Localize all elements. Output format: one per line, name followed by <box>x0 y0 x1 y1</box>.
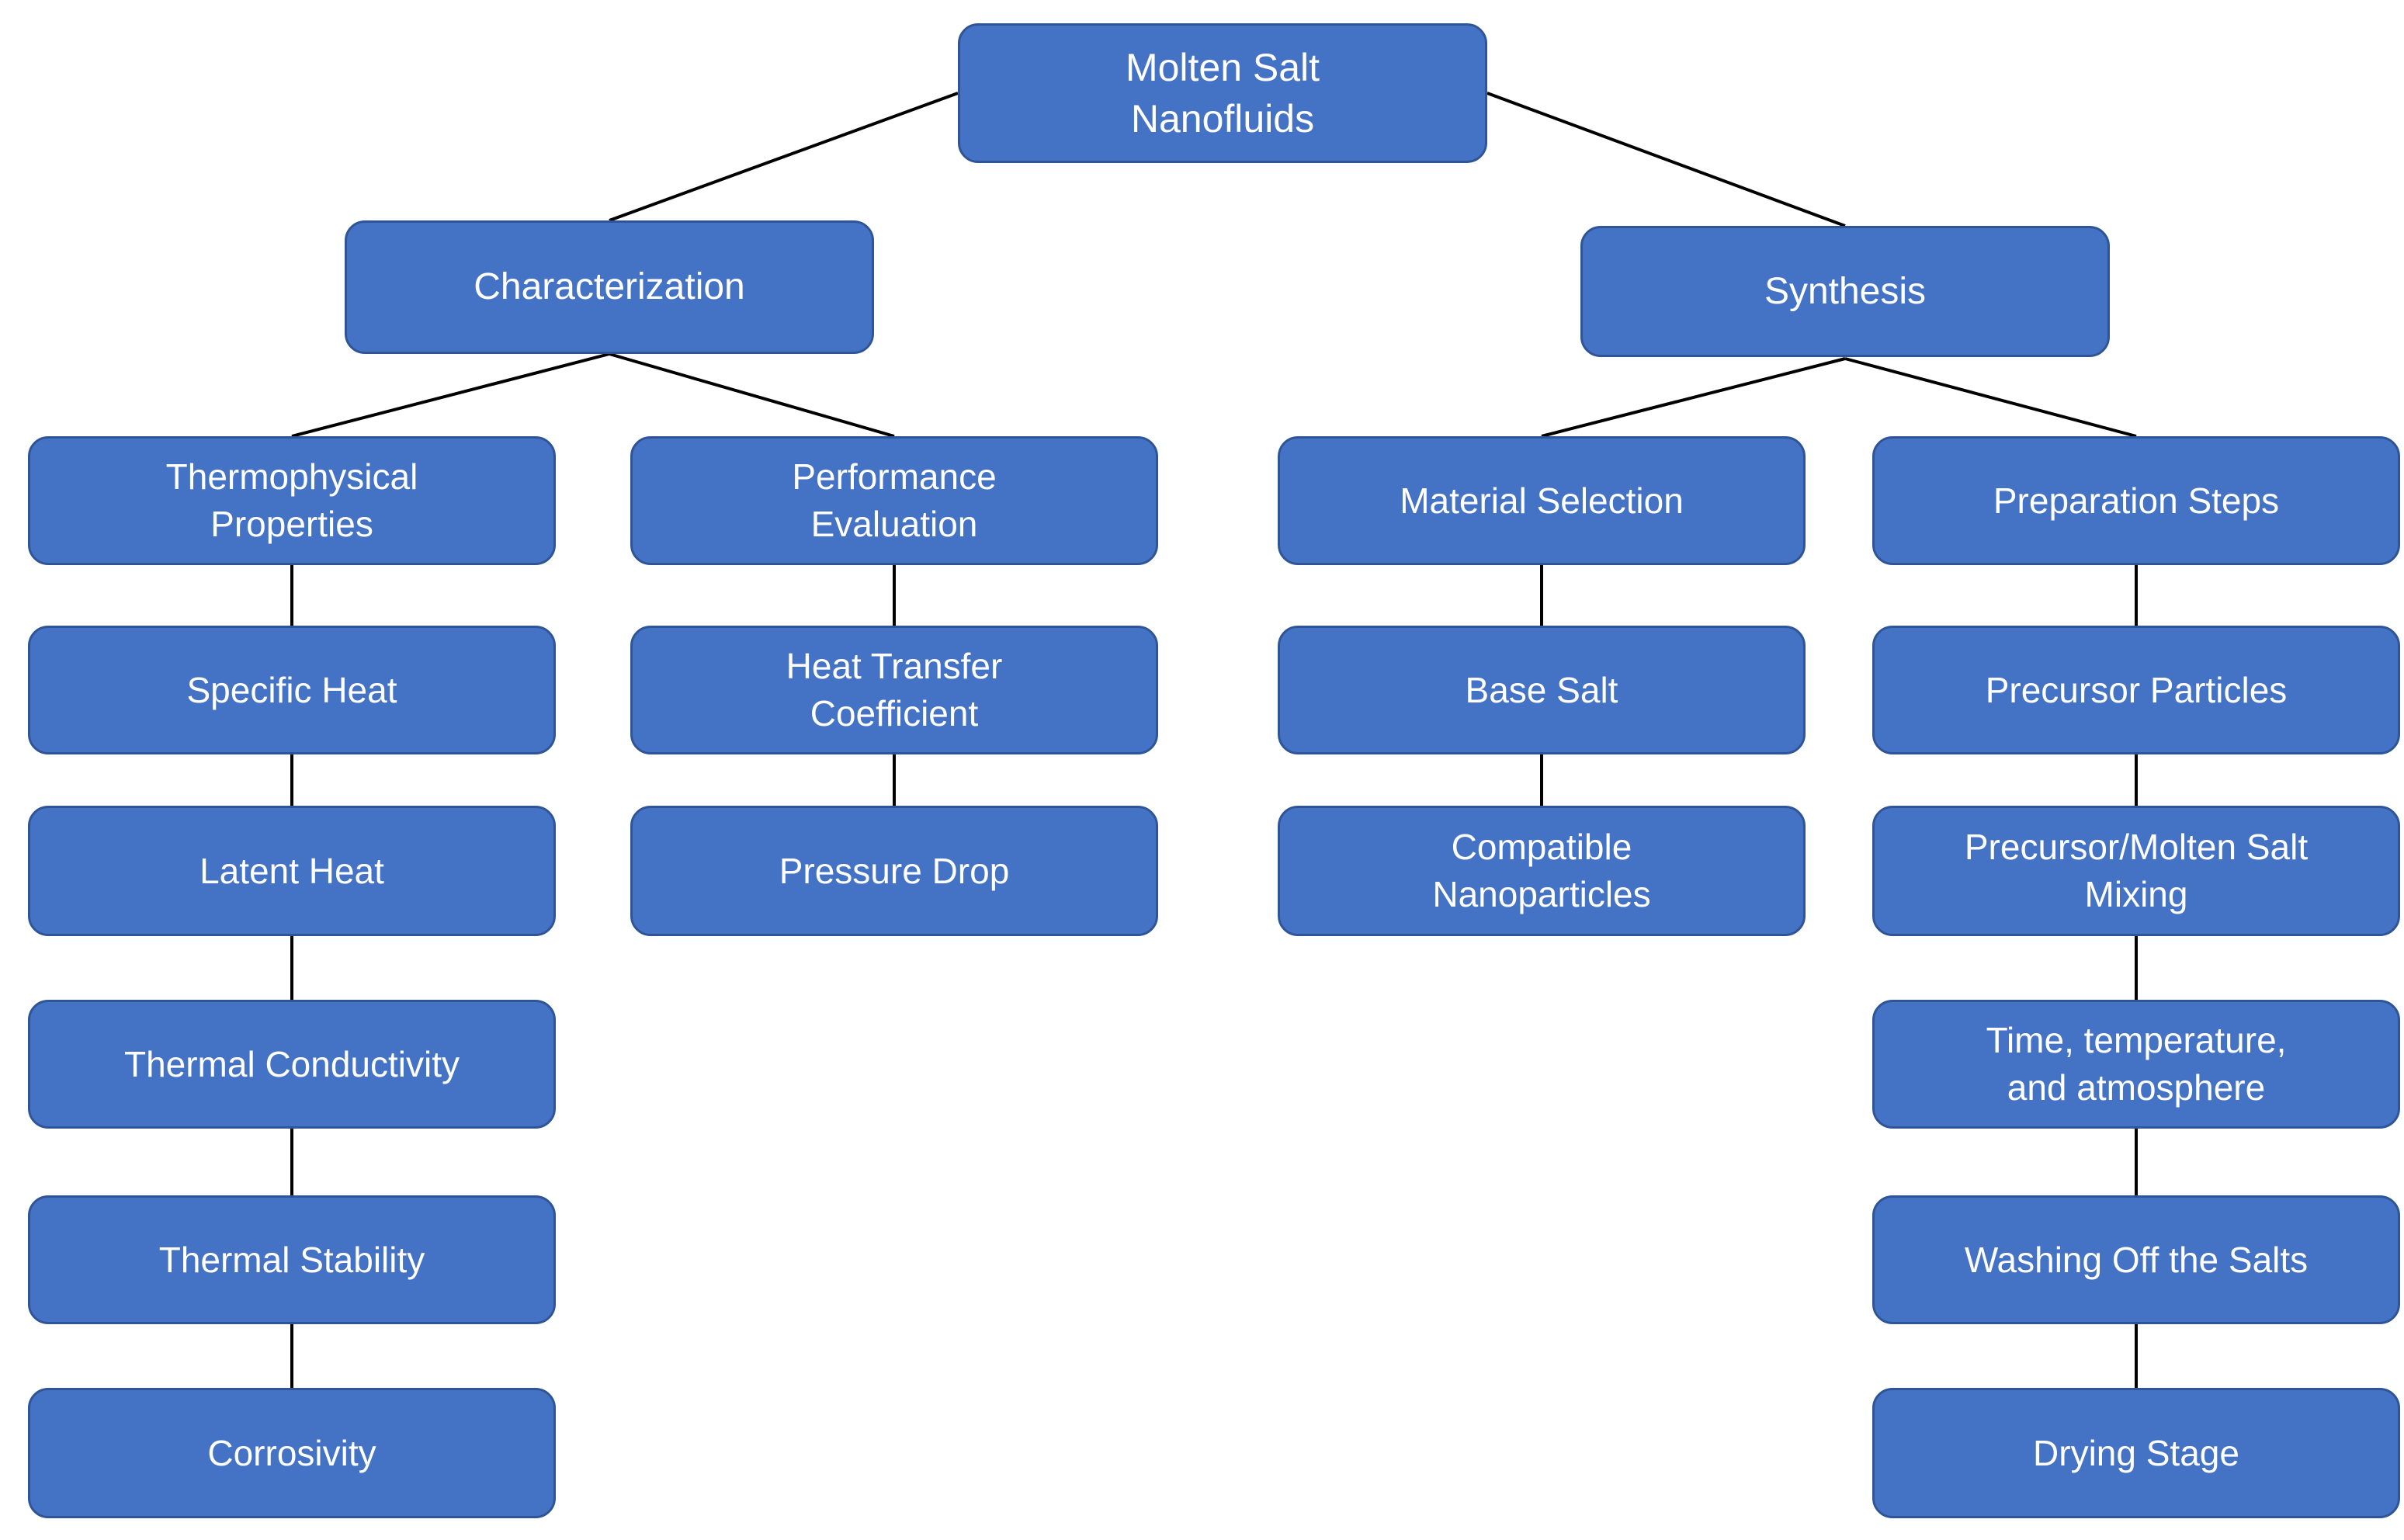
node-thermal-conductivity: Thermal Conductivity <box>28 1000 556 1129</box>
node-molten-salt-nanofluids: Molten Salt Nanofluids <box>958 23 1487 163</box>
node-thermophysical-properties: Thermophysical Properties <box>28 436 556 565</box>
node-washing-off-the-salts: Washing Off the Salts <box>1872 1195 2400 1324</box>
node-compatible-nanoparticles: Compatible Nanoparticles <box>1278 806 1806 936</box>
connector-synthesis-material-selection <box>1541 357 1846 438</box>
node-preparation-steps: Preparation Steps <box>1872 436 2400 565</box>
node-corrosivity: Corrosivity <box>28 1388 556 1518</box>
node-latent-heat: Latent Heat <box>28 806 556 936</box>
node-characterization: Characterization <box>345 220 874 354</box>
node-specific-heat: Specific Heat <box>28 626 556 754</box>
node-heat-transfer-coefficient: Heat Transfer Coefficient <box>630 626 1158 754</box>
connector-synthesis-preparation-steps <box>1844 357 2137 438</box>
node-pressure-drop: Pressure Drop <box>630 806 1158 936</box>
connector-root-characterization <box>609 92 959 222</box>
node-synthesis: Synthesis <box>1580 226 2110 357</box>
node-thermal-stability: Thermal Stability <box>28 1195 556 1324</box>
node-precursor-particles: Precursor Particles <box>1872 626 2400 754</box>
connector-characterization-thermophysical <box>291 352 610 438</box>
node-material-selection: Material Selection <box>1278 436 1806 565</box>
node-precursor-molten-salt-mixing: Precursor/Molten Salt Mixing <box>1872 806 2400 936</box>
node-base-salt: Base Salt <box>1278 626 1806 754</box>
node-performance-evaluation: Performance Evaluation <box>630 436 1158 565</box>
node-time-temperature-atmosphere: Time, temperature, and atmosphere <box>1872 1000 2400 1129</box>
node-drying-stage: Drying Stage <box>1872 1388 2400 1518</box>
connector-root-synthesis <box>1486 92 1846 227</box>
connector-characterization-performance <box>609 352 895 438</box>
